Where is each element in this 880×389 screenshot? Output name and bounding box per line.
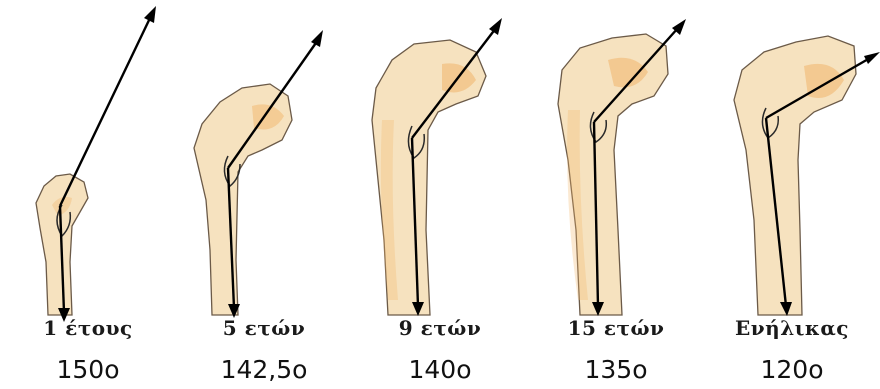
femur-9-years-neck-arrowhead [489, 18, 502, 35]
angle-label-9: 140ο [352, 355, 528, 384]
age-label-1: 1 έτους [0, 316, 176, 340]
stage-panel-9-years: 9 ετών 140ο [352, 0, 528, 389]
age-label-9: 9 ετών [352, 316, 528, 340]
stage-panel-adult: Ενήλικας 120ο [704, 0, 880, 389]
age-label-adult: Ενήλικας [704, 316, 880, 340]
femur-1-year-neck-axis [60, 16, 151, 206]
stage-panel-15-years: 15 ετών 135ο [528, 0, 704, 389]
stage-panel-1-year: 1 έτους 150ο [0, 0, 176, 389]
age-label-5: 5 ετών [176, 316, 352, 340]
femur-5-years-neck-arrowhead [311, 30, 323, 47]
age-label-15: 15 ετών [528, 316, 704, 340]
stage-panel-5-years: 5 ετών 142,5ο [176, 0, 352, 389]
angle-label-15: 135ο [528, 355, 704, 384]
angle-label-5: 142,5ο [176, 355, 352, 384]
femur-1-year-neck-arrowhead [144, 6, 156, 23]
angle-label-1: 150ο [0, 355, 176, 384]
angle-label-adult: 120ο [704, 355, 880, 384]
femur-adult-neck-arrowhead [864, 52, 880, 64]
